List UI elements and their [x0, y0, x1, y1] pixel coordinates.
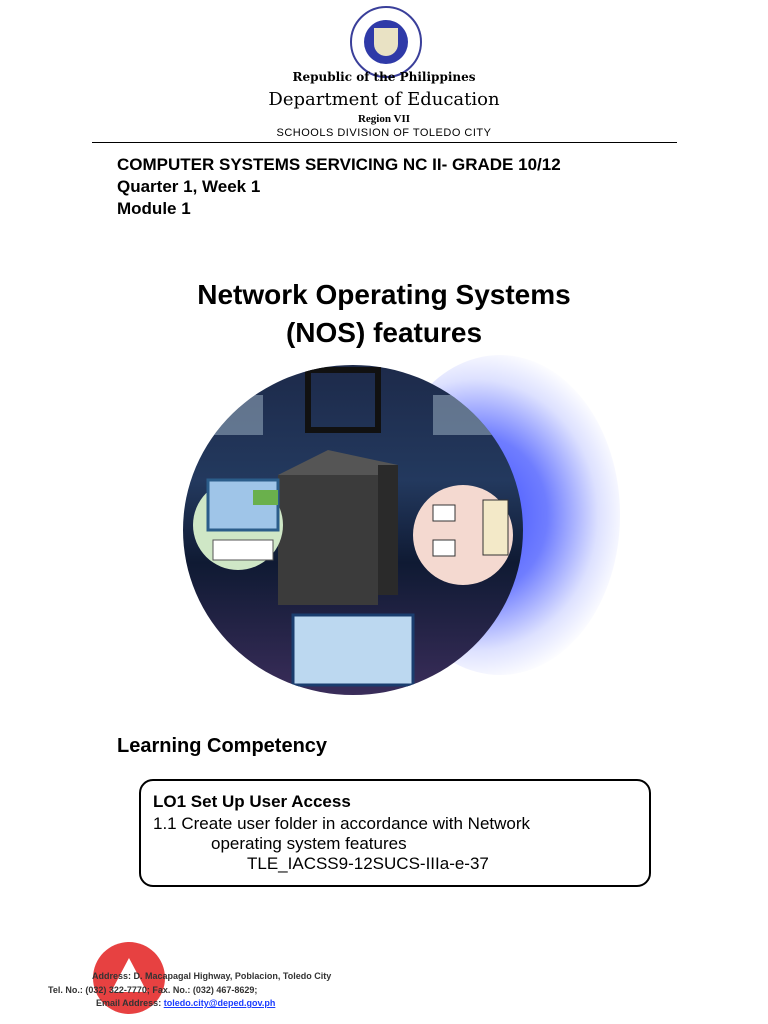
quarter-week: Quarter 1, Week 1 — [117, 177, 261, 196]
republic-heading: Republic of the Philippines — [292, 70, 476, 84]
footer-tel: Tel. No.: (032) 322-7770; Fax. No.: (032… — [48, 985, 258, 995]
learning-competency-heading: Learning Competency — [117, 735, 328, 757]
network-monitor-icon — [305, 367, 381, 433]
footer-address: Address: D. Macapagal Highway, Poblacion… — [92, 971, 332, 981]
deped-seal-logo — [350, 6, 422, 78]
division-label: SCHOOLS DIVISION OF TOLEDO CITY — [276, 127, 492, 139]
email-link[interactable]: toledo.city@deped.gov.ph — [163, 998, 276, 1008]
competency-code: TLE_IACSS9-12SUCS-IIIa-e-37 — [247, 854, 489, 873]
competency-text-cont: operating system features — [211, 834, 407, 853]
footer-email-row: Email Address: toledo.city@deped.gov.ph — [96, 998, 275, 1008]
server-icon — [278, 475, 378, 605]
title-line-2: (NOS) features — [285, 317, 483, 348]
division-stamp-logo — [93, 942, 165, 1014]
competency-text: 1.1 Create user folder in accordance wit… — [153, 814, 531, 833]
department-heading: Department of Education — [268, 89, 500, 110]
module-number: Module 1 — [117, 199, 191, 218]
competency-item: 1.1 Create user folder in accordance wit… — [153, 814, 530, 874]
title-line-1: Network Operating Systems — [197, 279, 571, 310]
email-label: Email Address: — [96, 998, 162, 1008]
module-title: Network Operating Systems (NOS) features — [0, 276, 768, 352]
region-label: Region VII — [357, 113, 411, 125]
network-illustration — [183, 365, 523, 695]
learning-outcome: LO1 Set Up User Access — [153, 792, 351, 811]
subject-block: COMPUTER SYSTEMS SERVICING NC II- GRADE … — [117, 154, 561, 220]
sync-icon — [291, 613, 415, 687]
subject-title: COMPUTER SYSTEMS SERVICING NC II- GRADE … — [117, 155, 561, 174]
header-divider — [92, 142, 677, 143]
competency-box — [139, 779, 651, 887]
